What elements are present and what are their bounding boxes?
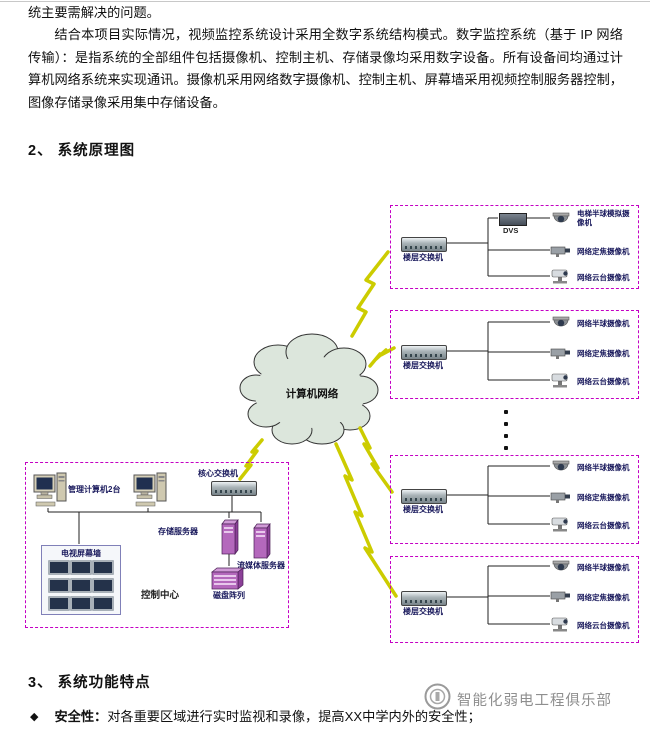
device-label: 网络定焦摄像机 [577,593,630,602]
floor-switch-label: 楼层交换机 [403,505,443,514]
dvs-label: DVS [503,226,519,235]
ellipsis-dots [504,410,508,450]
ptz-camera-icon [549,517,573,538]
tv-wall-grid [48,560,114,612]
core-switch-label: 核心交换机 [198,469,238,478]
floor-switch-label: 楼层交换机 [403,253,443,262]
media-server-icon [253,522,273,564]
ptz-camera-icon [549,269,573,290]
device-label: 网络定焦摄像机 [577,247,630,256]
media-server-label: 流媒体服务器 [237,561,285,570]
dome-camera-icon [549,459,573,480]
box-camera-icon [549,490,573,509]
box-camera-icon [549,244,573,263]
device-label: 网络半球摄像机 [577,463,630,472]
tv-wall: 电视屏幕墙 [41,545,121,615]
network-cloud-label: 计算机网络 [285,388,339,400]
bullet-item: ◆ 安全性：对各重要区域进行实时监视和录像，提高XX中学内外的安全性； [30,707,630,727]
device-label: 网络云台摄像机 [577,621,630,630]
top-rule [0,1,650,2]
device-label: 网络半球摄像机 [577,319,630,328]
floor-switch-icon [401,489,447,504]
floor-switch-icon [401,345,447,360]
floor-switch-icon [401,237,447,252]
camera-group-2: 楼层交换机 网络半球摄像机 网络定焦摄像机 网络云台摄像机 [390,310,639,399]
device-label: 网络云台摄像机 [577,521,630,530]
device-label: 网络定焦摄像机 [577,349,630,358]
core-switch-icon [211,481,257,496]
camera-group-3: 楼层交换机 网络半球摄像机 网络定焦摄像机 网络云台摄像机 [390,455,639,544]
device-label: 网络云台摄像机 [577,273,630,282]
dome-camera-icon [549,559,573,580]
ptz-camera-icon [549,617,573,638]
intro-paragraph: 结合本项目实际情况，视频监控系统设计采用全数字系统结构模式。数字监控系统（基于 … [28,27,623,110]
workstation-icon [33,471,67,514]
watermark: 智能化弱电工程俱乐部 [424,683,612,715]
ptz-camera-icon [549,373,573,394]
control-center-label: 控制中心 [141,590,180,601]
camera-group-1: 楼层交换机 DVS 电梯半球模拟摄像机 网络定焦摄像机 网络云台摄像机 [390,205,639,289]
watermark-text: 智能化弱电工程俱乐部 [457,692,612,709]
device-label: 电梯半球模拟摄像机 [577,209,630,227]
floor-switch-icon [401,591,447,606]
floor-switch-label: 楼层交换机 [403,607,443,616]
body-text: 统主要需解决的问题。 结合本项目实际情况，视频监控系统设计采用全数字系统结构模式… [28,2,623,114]
device-label: 网络半球摄像机 [577,563,630,572]
box-camera-icon [549,589,573,608]
dvs-encoder-icon [499,213,527,226]
floor-switch-label: 楼层交换机 [403,361,443,370]
watermark-logo-icon [424,683,451,715]
management-computers-label: 管理计算机2台 [68,485,121,494]
camera-group-4: 楼层交换机 网络半球摄像机 网络定焦摄像机 网络云台摄像机 [390,556,639,643]
bullet-text: 对各重要区域进行实时监视和录像，提高XX中学内外的安全性； [107,709,481,724]
section-3-heading: 3、 系统功能特点 [28,675,151,691]
control-center-box: 管理计算机2台 核心交换机 存储服务器 流媒体服务器 磁盘阵列 电视屏幕墙 控制… [25,462,289,628]
workstation-icon [133,471,167,514]
section-2-heading: 2、 系统原理图 [28,143,136,159]
box-camera-icon [549,346,573,365]
disk-array-label: 磁盘阵列 [213,591,245,600]
device-label: 网络定焦摄像机 [577,493,630,502]
dome-camera-icon [549,315,573,336]
storage-server-icon [221,518,241,560]
disk-array-icon [211,567,244,595]
bullet-term: 安全性： [54,709,108,724]
device-label: 网络云台摄像机 [577,377,630,386]
dome-camera-icon [549,211,573,232]
storage-server-label: 存储服务器 [158,527,198,536]
tv-wall-label: 电视屏幕墙 [61,549,101,558]
diamond-bullet-icon: ◆ [30,711,39,723]
continued-line: 统主要需解决的问题。 [28,5,160,20]
